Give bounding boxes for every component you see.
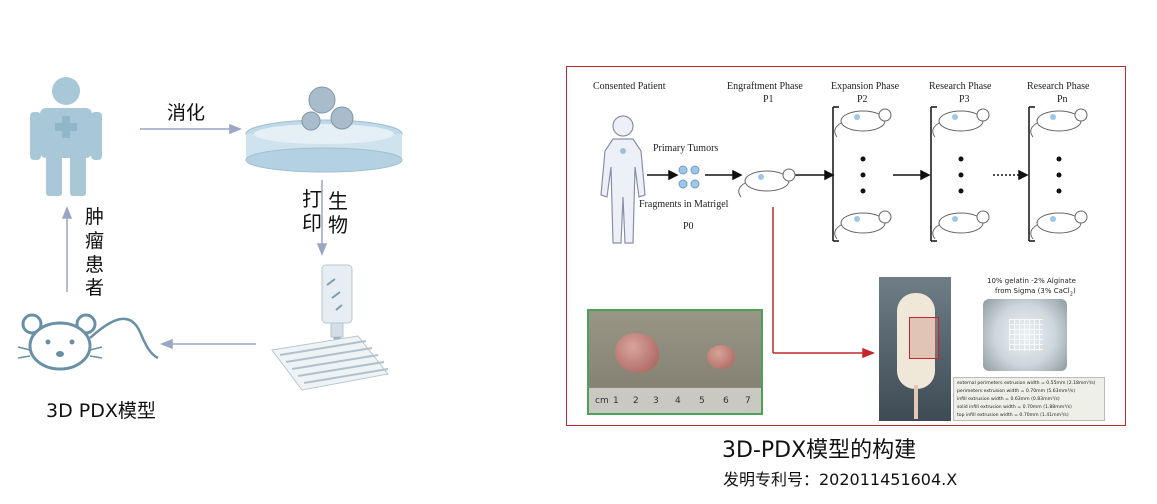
extrusion-line: top infill extrusion width = 0.70mm (1.4…	[957, 413, 1069, 418]
gel-caption-end: )	[1072, 287, 1076, 295]
tumor-fragments-icon	[678, 165, 700, 189]
mouse-p3-bottom-icon	[932, 210, 990, 240]
mouse-p3-top-icon	[932, 108, 990, 138]
left-workflow-graphics	[17, 77, 403, 391]
phase-label-research1-p: P3	[959, 94, 970, 105]
figure-title: 3D-PDX模型的构建	[722, 438, 917, 463]
phase-label-research2: Research Phase	[1027, 81, 1090, 92]
gel-caption-sub: 2	[1069, 291, 1073, 298]
mouse-pn-bottom-icon	[1030, 210, 1088, 240]
phase-label-research2-p: Pn	[1057, 94, 1068, 105]
tumor-large	[615, 333, 659, 373]
mouse-tail	[914, 385, 918, 419]
phase-label-research1: Research Phase	[929, 81, 992, 92]
gel-caption-main: from Sigma (3% CaCl	[995, 287, 1070, 295]
mouse-photo	[879, 277, 951, 421]
phase-label-engraftment-p: P1	[763, 94, 774, 105]
phase-label-engraftment: Engraftment Phase	[727, 81, 803, 92]
step-print-label-col2: 生物	[328, 189, 348, 237]
mouse-p1-icon	[738, 168, 796, 198]
mouse-body	[897, 293, 935, 389]
extrusion-line: solid infill extrusion width = 0.70mm (1…	[957, 405, 1072, 410]
fragments-label: Fragments in Matrigel	[639, 199, 729, 210]
gel-caption-line2: from Sigma (3% CaCl2)	[995, 287, 1076, 297]
ruler: cm 1 2 3 4 5 6 7	[589, 387, 761, 413]
ruler-unit: cm	[595, 396, 609, 406]
extrusion-settings-box: external perimeters extrusion width = 0.…	[953, 377, 1105, 421]
primary-tumors-label: Primary Tumors	[653, 143, 719, 154]
phase-label-consented: Consented Patient	[593, 81, 666, 92]
extrusion-line: perimeters extrusion width = 0.70mm (5.6…	[957, 389, 1076, 394]
ruler-num-5: 5	[699, 396, 705, 406]
gel-caption-line1: 10% gelatin -2% Alginate	[987, 277, 1076, 285]
p0-label: P0	[683, 221, 694, 232]
mouse-model-icon	[17, 313, 159, 371]
patient-figure-icon	[30, 77, 102, 196]
phase-label-expansion: Expansion Phase	[831, 81, 900, 92]
phase-label-expansion-p: P2	[857, 94, 868, 105]
step-print-label-col1: 打印	[302, 187, 322, 235]
ruler-num-2: 2	[633, 396, 639, 406]
mouse-p2-bottom-icon	[834, 210, 892, 240]
mouse-outlines	[738, 108, 1088, 240]
tumor-photo: cm 1 2 3 4 5 6 7	[587, 309, 763, 415]
model-label: 3D PDX模型	[46, 400, 156, 422]
extrusion-line: infill extrusion width = 0.63mm (0.83mm³…	[957, 397, 1060, 402]
red-connector-arrow	[772, 207, 876, 359]
mouse-pn-top-icon	[1030, 108, 1088, 138]
patent-number: 发明专利号：202011451604.X	[723, 470, 958, 489]
human-outline-icon	[600, 115, 646, 244]
implant-highlight-box	[909, 317, 939, 359]
gel-grid	[1009, 319, 1043, 351]
right-panel-graphics	[600, 106, 1088, 359]
petri-dish-icon	[245, 86, 403, 173]
right-panel-frame: Consented Patient Engraftment Phase P1 E…	[566, 66, 1126, 426]
ruler-num-3: 3	[653, 396, 659, 406]
mouse-p2-top-icon	[834, 108, 892, 138]
left-workflow: 消化 打印 生物 肿瘤患者 3D PDX模型	[0, 0, 520, 504]
ruler-num-7: 7	[745, 396, 751, 406]
step-patient-label: 肿瘤患者	[85, 206, 105, 300]
ruler-num-1: 1	[613, 396, 619, 406]
step-digest-label: 消化	[167, 102, 206, 124]
bioprinter-icon	[271, 264, 389, 391]
gel-disk-photo	[983, 299, 1067, 371]
tumor-small	[707, 345, 735, 369]
extrusion-line: external perimeters extrusion width = 0.…	[957, 381, 1096, 386]
ruler-num-4: 4	[675, 396, 681, 406]
ruler-num-6: 6	[723, 396, 729, 406]
